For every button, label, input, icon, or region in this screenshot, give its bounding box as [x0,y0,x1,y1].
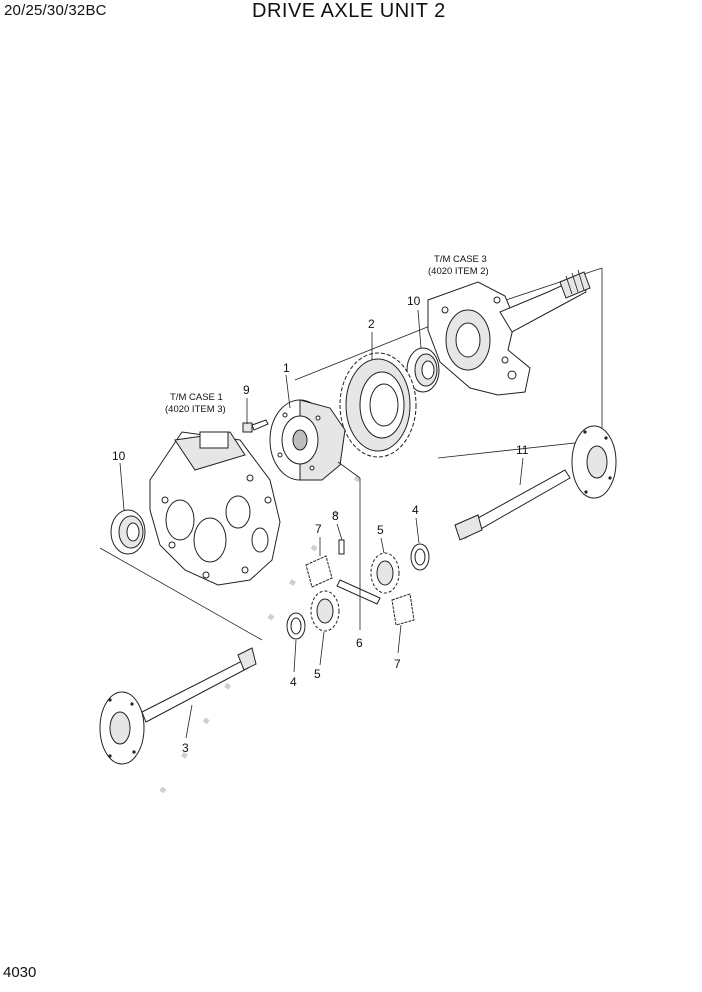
side-gear-5-right [370,552,400,594]
callout-7-lower: 7 [394,657,401,671]
callout-10-lower: 10 [112,449,126,463]
bearing-10-upper [406,347,440,393]
ref-tm-case-3-line1: T/M CASE 3 [434,254,487,265]
ref-tm-case-3-line2: (4020 ITEM 2) [428,266,489,277]
thrust-washer-4-right [410,543,430,571]
callout-5-right: 5 [377,523,384,537]
leader-lines [119,309,524,739]
ref-tm-case-1-line1: T/M CASE 1 [170,392,223,403]
ref-tm-case-1-line2: (4020 ITEM 3) [165,404,226,415]
tm-case-1-housing [149,431,281,586]
tm-case-3 [427,269,591,396]
side-gear-5-left [310,590,340,632]
pinion-gear-7-upper [305,555,333,588]
callout-4-left: 4 [290,675,297,689]
axle-shaft-3 [99,647,257,765]
ring-gear-2 [339,352,417,458]
differential-case-1 [269,399,346,481]
callout-1: 1 [283,361,290,375]
bearing-10-lower [110,509,146,555]
pinion-gear-7-lower [391,593,415,626]
callout-7-upper: 7 [315,522,322,536]
model-code: 20/25/30/32BC [4,2,107,19]
axle-shaft-11 [454,425,617,541]
cross-pin-6 [336,579,381,605]
callout-11: 11 [516,443,529,457]
callout-9: 9 [243,383,250,397]
spring-pin-8 [338,539,345,555]
thrust-washer-4-left [286,612,306,640]
callout-3: 3 [182,741,189,755]
callout-4-right: 4 [412,503,419,517]
page-number: 4030 [3,964,37,981]
callout-2: 2 [368,317,375,331]
bolt-9 [242,419,269,433]
callout-5-left: 5 [314,667,321,681]
callout-8: 8 [332,509,339,523]
callout-10-upper: 10 [407,294,421,308]
callout-6: 6 [356,636,363,650]
page-title: DRIVE AXLE UNIT 2 [252,0,446,22]
